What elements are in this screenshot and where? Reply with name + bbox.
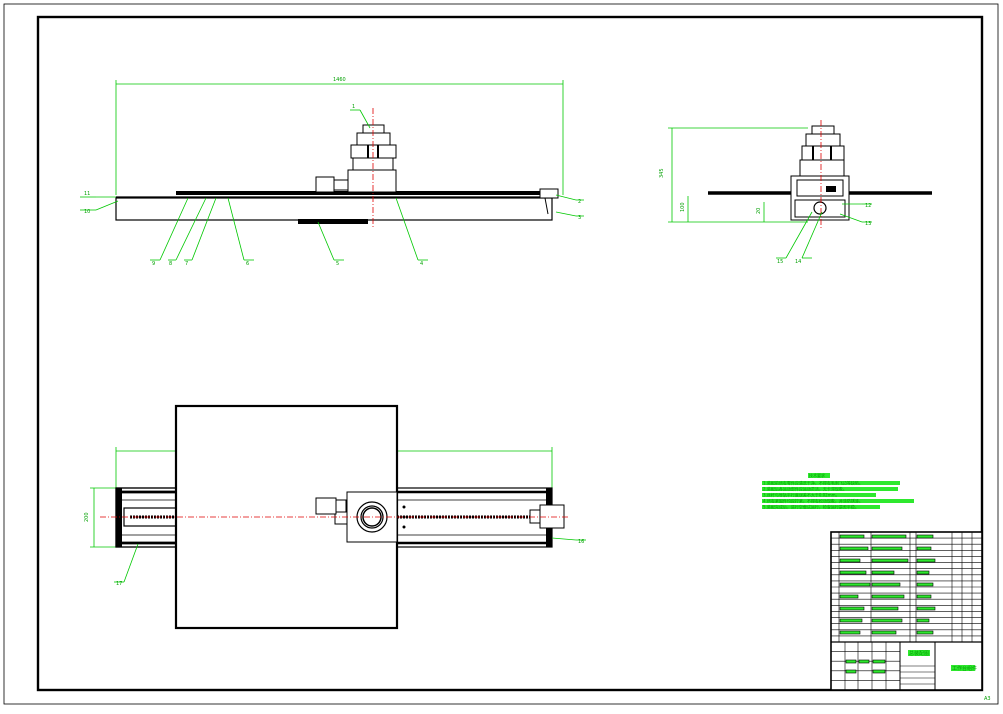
- balloon-7: 7: [185, 261, 188, 267]
- balloon-15: 15: [777, 259, 783, 265]
- inner-frame: [36, 15, 984, 692]
- front-view: 1460: [80, 77, 584, 267]
- motor-block: [315, 176, 335, 193]
- end-motor: [539, 504, 565, 529]
- balloon-16: 16: [578, 539, 584, 545]
- base-beam: [115, 197, 553, 221]
- lower-plate: [298, 219, 368, 224]
- balloon-14: 14: [795, 259, 801, 265]
- top-view: 1460 200: [84, 404, 586, 630]
- balloon-4: 4: [420, 261, 423, 267]
- notes-title: 技术要求: [809, 472, 825, 478]
- drawing-title: 总装配图: [909, 650, 929, 657]
- balloon-2: 2: [578, 199, 581, 205]
- note-line-5: 5.装配完成后，进行空载试运行，检查运行是否平稳。: [763, 504, 859, 510]
- note-line-3: 3.丝杆与导轨平行度误差不大于0.02mm。: [763, 492, 840, 498]
- side-small-dim: 20: [756, 208, 762, 214]
- outer-border: [3, 3, 999, 705]
- balloon-8: 8: [169, 261, 172, 267]
- balloon-10: 10: [84, 209, 90, 215]
- balloon-12: 12: [865, 203, 871, 209]
- side-height-dim: 345: [659, 168, 665, 178]
- top-width-dim: 200: [84, 512, 90, 522]
- side-sub-dim: 100: [680, 202, 686, 212]
- balloon-17: 17: [116, 581, 122, 587]
- balloon-6: 6: [246, 261, 249, 267]
- top-motor: [315, 497, 337, 515]
- balloon-13: 13: [865, 221, 871, 227]
- balloon-9: 9: [152, 261, 155, 267]
- note-line-4: 4.所有紧固件均应拧紧，不得有松动现象，并涂防锈漆。: [763, 498, 863, 504]
- balloon-3: 3: [578, 215, 581, 221]
- note-line-2: 2.装配后各运动部件应运动灵活，无卡滞现象。: [763, 486, 847, 492]
- note-line-1: 1.装配前所有零件应清洗干净，不得有毛刺飞边等缺陷。: [763, 480, 863, 486]
- balloon-5: 5: [336, 261, 339, 267]
- front-length-dim: 1460: [333, 77, 346, 83]
- title-block: 总装配图 工作台组件: [830, 531, 983, 691]
- side-view: 345 100 20 12 13 15 14: [659, 120, 932, 265]
- carriage: [347, 169, 397, 193]
- balloon-1: 1: [352, 104, 355, 110]
- project-name: 工作台组件: [952, 665, 977, 672]
- balloon-11: 11: [84, 191, 90, 197]
- sheet-size-label: A3: [984, 696, 991, 702]
- technical-notes: 技术要求 1.装配前所有零件应清洗干净，不得有毛刺飞边等缺陷。 2.装配后各运动…: [762, 472, 914, 510]
